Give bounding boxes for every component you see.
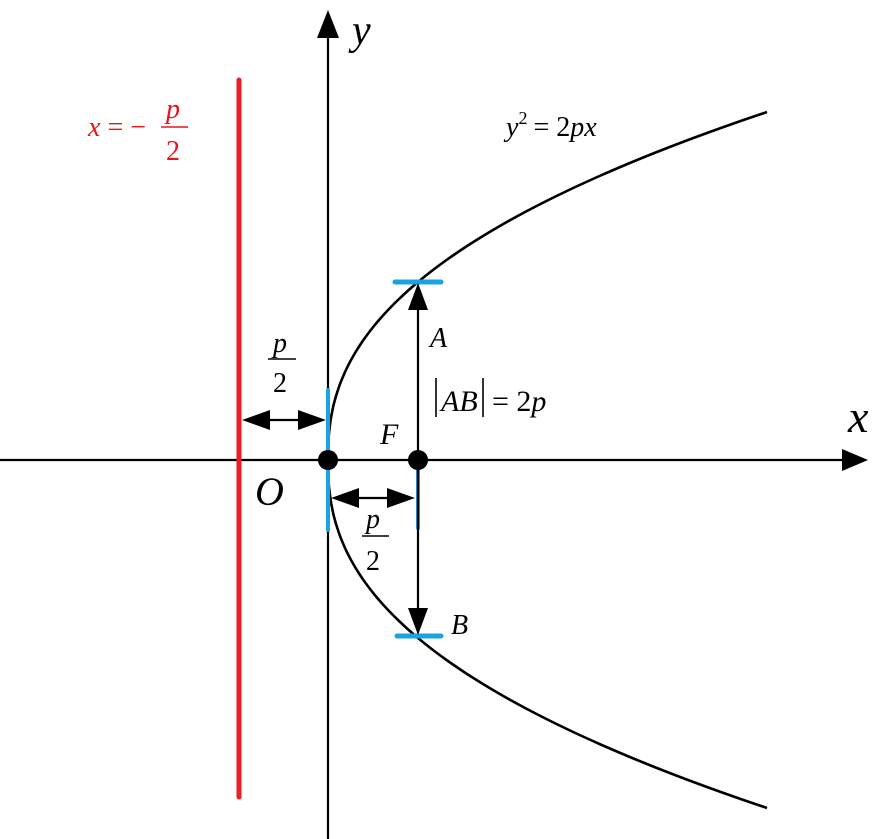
right-distance-num: p [364, 504, 380, 535]
chord-label-rhs: = 2p [492, 385, 546, 418]
y-axis-arrow-icon [317, 10, 339, 38]
right-distance-arrow-right-icon [387, 488, 415, 508]
left-distance-arrow-right-icon [298, 410, 326, 430]
directrix-label-lhs: x = − [87, 112, 146, 143]
directrix-label-num: p [164, 94, 180, 125]
point-a-label: A [428, 323, 448, 354]
y-axis-label: y [348, 8, 371, 54]
directrix-label-den: 2 [166, 136, 180, 167]
focus-point [408, 450, 428, 470]
left-distance-arrow-left-icon [242, 410, 270, 430]
point-b-label: B [451, 610, 468, 641]
arrow-up-a-icon [408, 283, 428, 310]
focus-label: F [379, 418, 399, 451]
x-axis-label: x [847, 391, 869, 442]
arrow-down-b-icon [408, 608, 428, 635]
right-distance-den: 2 [366, 546, 380, 577]
chord-label-ab: AB [439, 385, 478, 418]
right-distance-arrow-left-icon [331, 488, 359, 508]
origin-label: O [255, 469, 284, 514]
left-distance-den: 2 [273, 368, 287, 399]
left-distance-num: p [271, 328, 287, 359]
origin-point [318, 450, 338, 470]
x-axis-arrow-icon [842, 449, 868, 471]
curve-equation: y2= 2px [503, 108, 597, 143]
